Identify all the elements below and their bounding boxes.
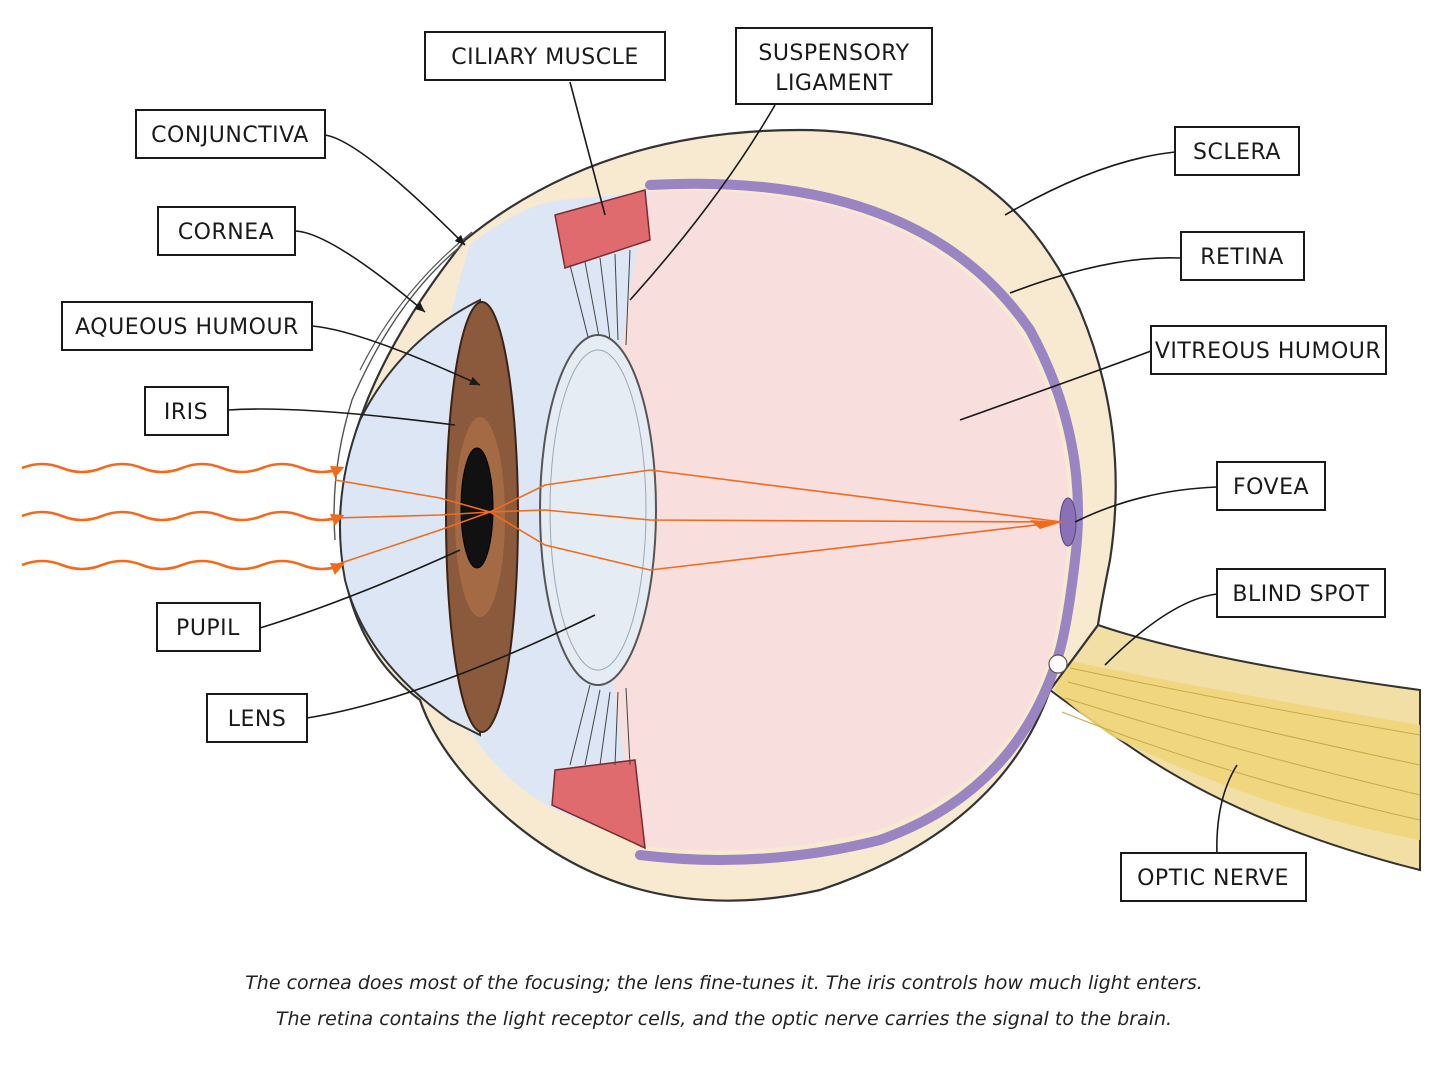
blind-spot-mark [1048, 654, 1068, 674]
svg-text:AQUEOUS HUMOUR: AQUEOUS HUMOUR [75, 315, 299, 340]
svg-text:IRIS: IRIS [164, 400, 208, 425]
svg-text:FOVEA: FOVEA [1233, 475, 1309, 500]
label-iris: IRIS [144, 386, 229, 436]
leader-lines [227, 81, 1238, 858]
svg-text:OPTIC NERVE: OPTIC NERVE [1137, 866, 1289, 891]
label-conjunctiva: CONJUNCTIVA [135, 109, 326, 159]
label-retina: RETINA [1180, 231, 1305, 281]
label-ciliary-muscle: CILIARY MUSCLE [424, 31, 666, 81]
svg-text:PUPIL: PUPIL [176, 616, 240, 641]
label-suspensory-ligament: SUSPENSORY LIGAMENT [735, 27, 933, 105]
caption-line-2: The retina contains the light receptor c… [275, 1008, 1173, 1030]
caption-line-1: The cornea does most of the focusing; th… [245, 972, 1203, 994]
label-vitreous-humour: VITREOUS HUMOUR [1150, 325, 1387, 375]
svg-text:LIGAMENT: LIGAMENT [775, 71, 893, 96]
light-rays-refracted [334, 469, 1063, 571]
label-cornea: CORNEA [157, 206, 296, 256]
svg-text:CILIARY MUSCLE: CILIARY MUSCLE [451, 45, 639, 70]
svg-text:VITREOUS HUMOUR: VITREOUS HUMOUR [1155, 339, 1381, 364]
label-optic-nerve: OPTIC NERVE [1120, 852, 1307, 902]
svg-text:LENS: LENS [228, 707, 287, 732]
ciliary-muscle [551, 189, 651, 850]
label-lens: LENS [206, 693, 308, 743]
label-blind-spot: BLIND SPOT [1216, 568, 1386, 618]
label-pupil: PUPIL [156, 602, 261, 652]
suspensory-ligament [569, 249, 631, 766]
svg-text:SUSPENSORY: SUSPENSORY [758, 41, 909, 66]
svg-text:SCLERA: SCLERA [1193, 140, 1281, 165]
optic-nerve-tube [1048, 623, 1421, 872]
label-aqueous-humour: AQUEOUS HUMOUR [61, 301, 313, 351]
fovea-mark [1059, 497, 1077, 547]
label-fovea: FOVEA [1216, 461, 1326, 511]
svg-text:CONJUNCTIVA: CONJUNCTIVA [151, 123, 309, 148]
cornea [333, 231, 481, 737]
svg-text:RETINA: RETINA [1200, 245, 1284, 270]
svg-text:BLIND SPOT: BLIND SPOT [1232, 582, 1369, 607]
retina [635, 178, 1083, 865]
light-rays-incoming [21, 462, 345, 575]
svg-text:CORNEA: CORNEA [178, 220, 274, 245]
label-sclera: SCLERA [1174, 126, 1300, 176]
